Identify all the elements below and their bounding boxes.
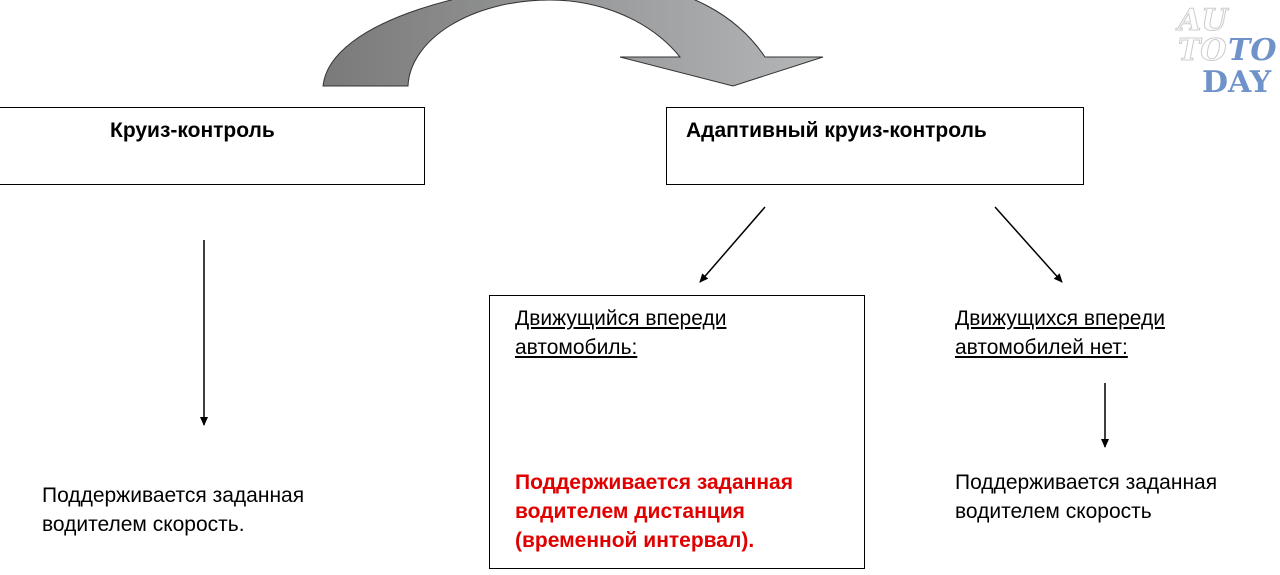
- vehicle-ahead-box: [489, 295, 865, 569]
- curved-transition-arrow: [322, 0, 824, 87]
- cruise-control-box: [0, 107, 425, 185]
- cruise-control-title: Круиз-контроль: [110, 119, 275, 142]
- adaptive-cruise-title: Адаптивный круиз-контроль: [686, 119, 987, 142]
- adaptive-cruise-box: [666, 107, 1084, 185]
- arrow-adaptive-left: [699, 206, 766, 283]
- arrow-adaptive-right: [994, 206, 1063, 283]
